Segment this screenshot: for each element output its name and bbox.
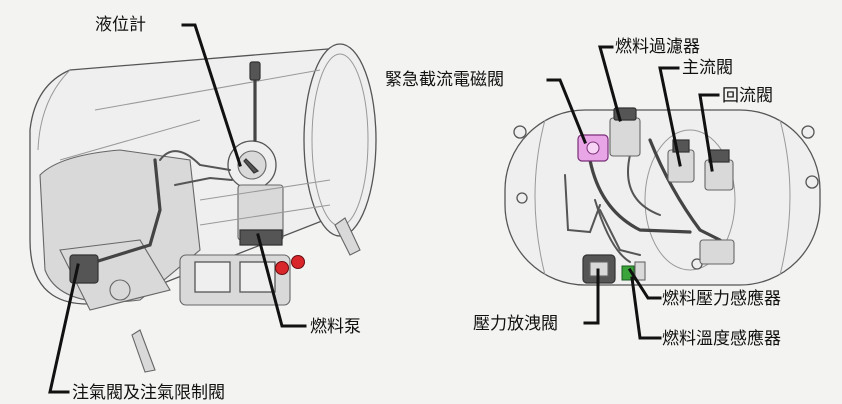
label-temperature-sensor: 燃料溫度感應器 (662, 328, 781, 349)
label-pressure-sensor: 燃料壓力感應器 (662, 288, 781, 309)
label-relief-valve: 壓力放洩閥 (473, 314, 558, 334)
leader-emergency-solenoid (546, 78, 587, 144)
leader-relief-valve (583, 268, 600, 325)
left-tank-drawing (29, 43, 377, 373)
leader-main-valve (658, 66, 682, 167)
leader-fill-valve (48, 263, 80, 394)
label-main-valve: 主流閥 (682, 58, 733, 78)
leader-return-valve (698, 93, 720, 172)
label-fuel-pump: 燃料泵 (310, 317, 361, 337)
label-return-valve: 回流閥 (722, 86, 773, 106)
leader-temperature-sensor (630, 276, 662, 340)
right-tank-drawing (504, 107, 821, 286)
label-fill-valve: 注氣閥及注氣限制閥 (72, 383, 225, 403)
leader-level-gauge (181, 23, 242, 167)
label-level-gauge: 液位計 (95, 15, 146, 35)
leader-fuel-pump (256, 233, 307, 328)
leader-fuel-filter (598, 45, 622, 122)
label-emergency-solenoid: 緊急截流電磁閥 (385, 70, 504, 90)
label-fuel-filter: 燃料過濾器 (615, 37, 700, 57)
leader-pressure-sensor (627, 267, 662, 300)
